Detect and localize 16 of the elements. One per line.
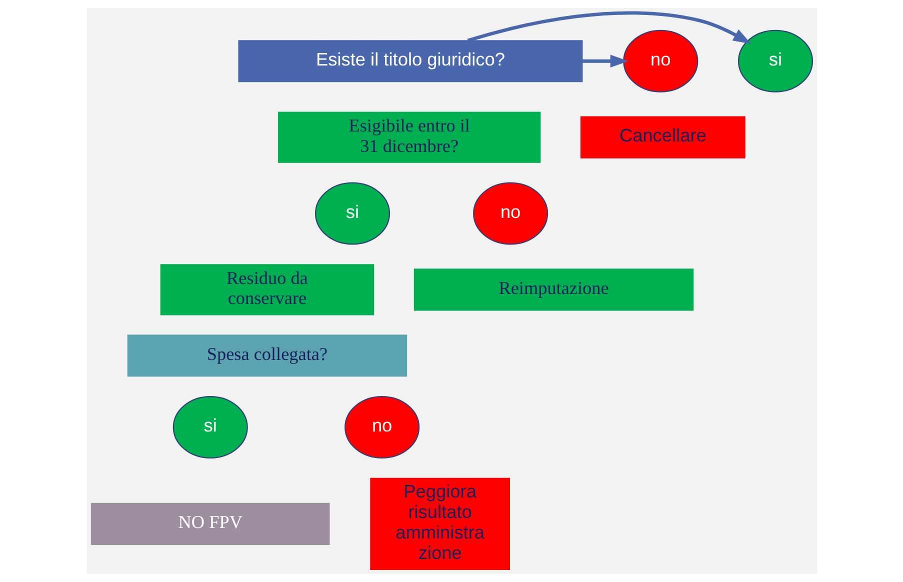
node-box: NO FPV (90, 502, 330, 545)
node-ellipse: si (737, 30, 813, 92)
node-box: Esiste il titolo giuridico? (238, 40, 582, 82)
node-box: Spesa collegata? (126, 334, 407, 377)
node-box: Residuo da conservare (160, 264, 374, 316)
node-box: Peggiora risultato amministra zione (370, 478, 510, 570)
node-box: Cancellare (580, 116, 745, 158)
node-box: Esigibile entro il 31 dicembre? (278, 112, 540, 163)
node-box: Reimputazione (413, 268, 694, 311)
node-ellipse: si (314, 182, 390, 245)
node-ellipse: no (622, 30, 698, 92)
node-ellipse: no (344, 396, 420, 459)
arrow (582, 54, 628, 68)
node-ellipse: si (172, 396, 248, 459)
node-ellipse: no (472, 182, 548, 245)
arrow (466, 11, 751, 44)
